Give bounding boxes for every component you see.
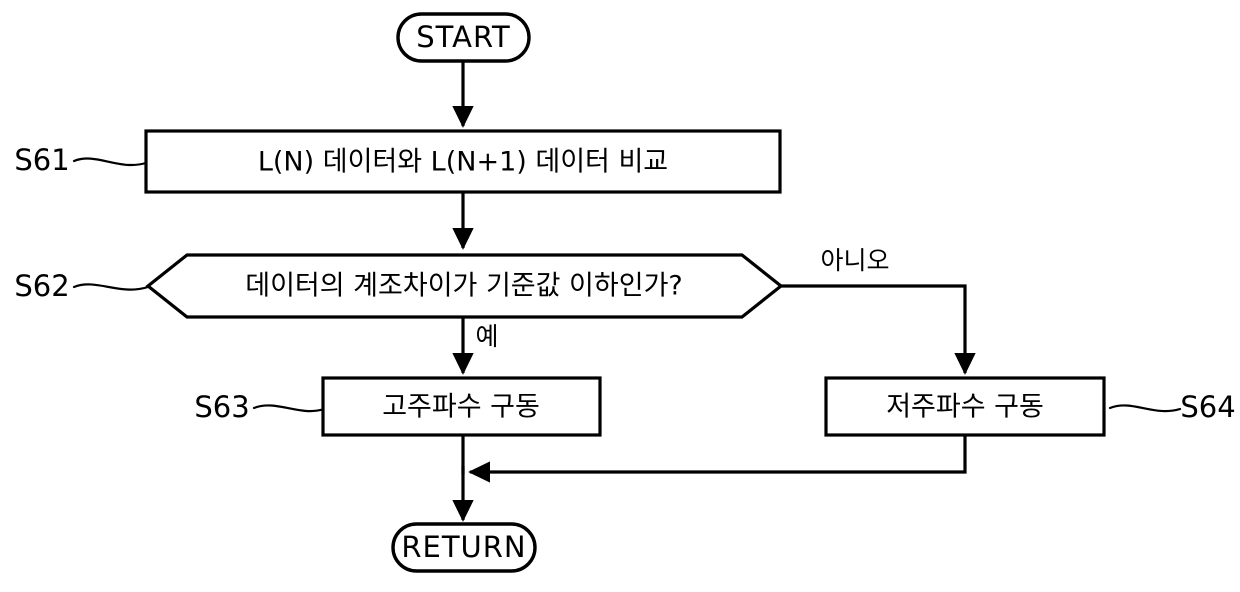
node-start[interactable]: START xyxy=(396,12,531,63)
leader-line-s63 xyxy=(252,404,326,413)
leader-line-s61 xyxy=(72,157,148,167)
node-s63-high-freq[interactable]: 고주파수 구동 xyxy=(321,376,602,437)
node-s62-decision[interactable]: 데이터의 계조차이가 기준값 이하인가? xyxy=(145,253,784,319)
step-label-s63: S63 xyxy=(194,390,249,424)
node-s64-label: 저주파수 구동 xyxy=(886,392,1044,423)
node-s61-compare[interactable]: L(N) 데이터와 L(N+1) 데이터 비교 xyxy=(144,129,782,194)
step-label-s61: S61 xyxy=(14,143,69,177)
leader-line-s62 xyxy=(72,283,150,291)
leader-line-s64 xyxy=(1108,404,1182,413)
node-return[interactable]: RETURN xyxy=(391,522,537,573)
node-s62-label: 데이터의 계조차이가 기준값 이하인가? xyxy=(245,271,683,302)
node-s61-label: L(N) 데이터와 L(N+1) 데이터 비교 xyxy=(258,147,668,178)
branch-label-yes: 예 xyxy=(475,322,498,351)
node-return-label: RETURN xyxy=(401,530,526,564)
node-s63-label: 고주파수 구동 xyxy=(382,392,540,423)
connector-s62-no-to-s64 xyxy=(781,284,976,375)
step-label-s64: S64 xyxy=(1180,390,1235,424)
connector-s64-to-merge xyxy=(468,435,967,483)
node-s64-low-freq[interactable]: 저주파수 구동 xyxy=(824,376,1106,437)
step-label-s62: S62 xyxy=(14,269,69,303)
node-start-label: START xyxy=(416,20,510,54)
branch-label-no: 아니오 xyxy=(820,246,889,275)
